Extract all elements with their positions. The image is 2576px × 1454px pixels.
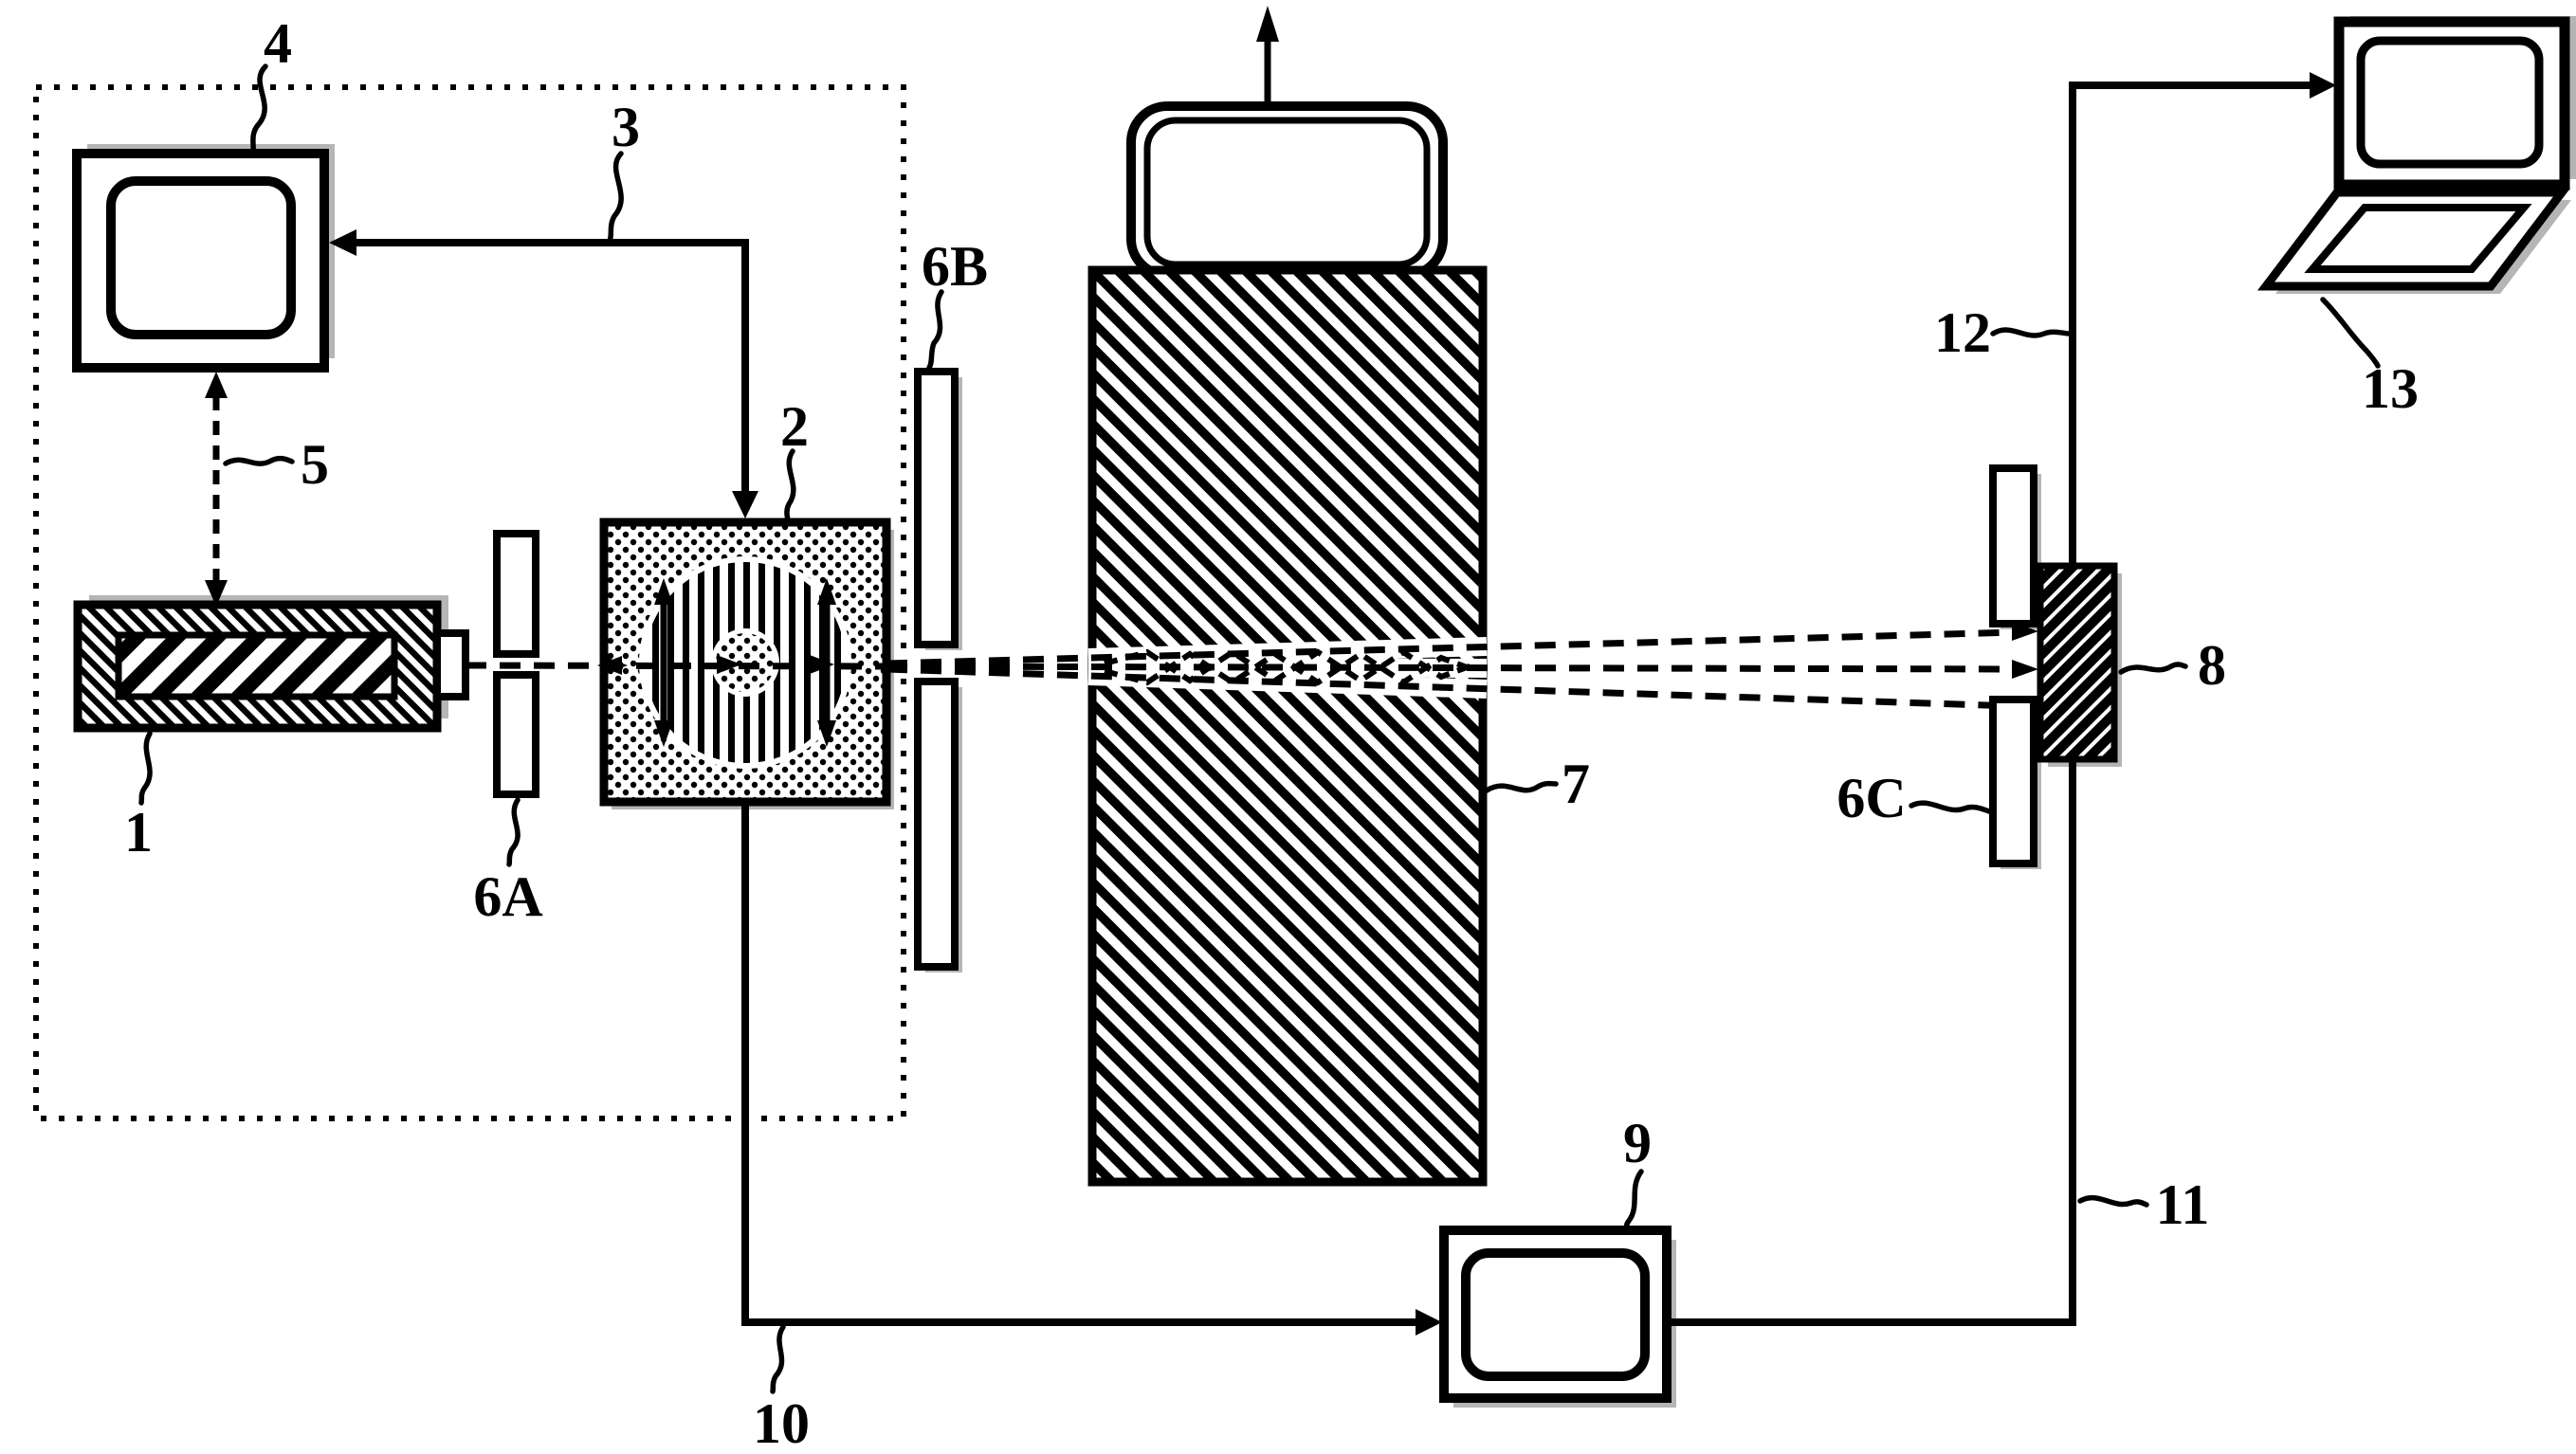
beam-arrow-right-1 — [603, 656, 628, 675]
scatter-zigzags — [1104, 648, 1479, 686]
leader-4 — [250, 64, 268, 154]
label-2: 2 — [780, 395, 809, 458]
labels: 1 2 3 4 5 6A 6B 6C 7 8 9 10 11 12 13 — [124, 12, 2419, 1454]
label-6b: 6B — [922, 235, 988, 298]
scattering-body — [1087, 265, 1488, 1187]
beam-middle — [886, 663, 2017, 673]
amplifier-unit — [1439, 1226, 1672, 1403]
label-8: 8 — [2198, 634, 2226, 697]
label-12: 12 — [1934, 301, 1991, 364]
leader-11 — [2077, 1194, 2149, 1208]
detector-arrow-middle — [2012, 660, 2038, 679]
slit-6a-upper — [493, 530, 539, 658]
detector — [2037, 562, 2118, 763]
leader-9 — [1623, 1169, 1644, 1233]
light-source — [73, 600, 469, 733]
arrow-into-display — [329, 229, 356, 256]
leader-lines — [138, 64, 2381, 1394]
label-6a: 6A — [473, 865, 542, 928]
leader-7 — [1484, 780, 1559, 793]
label-13: 13 — [2362, 357, 2419, 420]
leader-6a — [506, 797, 521, 867]
leader-3 — [607, 151, 624, 244]
leader-1 — [138, 731, 153, 806]
leader-8 — [2118, 662, 2188, 675]
sample-cap — [1126, 101, 1448, 280]
slit-6a-lower — [493, 671, 539, 798]
arrow-into-amplifier — [1416, 1309, 1442, 1336]
reference-line-10 — [741, 802, 1418, 1326]
beam-paths — [465, 622, 2038, 717]
chopper — [599, 518, 891, 807]
leader-2 — [784, 448, 796, 524]
laser-core — [115, 631, 398, 700]
beam-arrow-right-2 — [717, 655, 741, 674]
computer-screen — [2356, 36, 2544, 169]
leader-6b — [926, 289, 944, 371]
label-1: 1 — [124, 801, 153, 863]
slits — [493, 368, 2037, 971]
display-unit — [72, 149, 329, 373]
computer-keyboard — [2304, 204, 2532, 273]
label-6c: 6C — [1836, 767, 1906, 829]
label-4: 4 — [264, 12, 292, 75]
leader-6c — [1909, 800, 1992, 814]
slit-6c-lower — [1989, 696, 2037, 867]
leader-5 — [223, 455, 295, 466]
arrow-into-chopper — [732, 491, 758, 518]
leader-12 — [1990, 327, 2073, 338]
cap-inner — [1143, 117, 1431, 268]
label-3: 3 — [612, 96, 640, 158]
dashed-enclosure — [33, 84, 906, 1121]
label-5: 5 — [301, 433, 329, 496]
display-screen — [106, 176, 296, 339]
exit-arrow-up — [1256, 6, 1279, 109]
cap-outer — [1126, 101, 1448, 280]
label-10: 10 — [753, 1392, 810, 1454]
leader-13 — [2320, 297, 2381, 369]
beam-arrowheads — [597, 622, 2038, 717]
label-9: 9 — [1623, 1112, 1652, 1174]
label-7: 7 — [1562, 753, 1590, 815]
chopper-hub — [716, 633, 775, 692]
arrow-into-computer — [2310, 72, 2336, 99]
slit-6c-upper — [1989, 464, 2037, 627]
beam-dashes — [465, 628, 2017, 710]
laser-aperture — [433, 629, 469, 700]
slit-6b-upper — [914, 368, 959, 648]
sync-arrow-5 — [205, 372, 228, 607]
slit-6b-lower — [914, 678, 959, 971]
leader-10 — [770, 1324, 786, 1394]
computer — [2256, 16, 2571, 291]
beam-arrow-right-3 — [810, 655, 834, 674]
label-11: 11 — [2156, 1173, 2210, 1236]
line-arrowheads — [329, 72, 2336, 1336]
control-line-3 — [355, 239, 749, 493]
beam-bottom — [886, 665, 2017, 710]
beam-top — [886, 628, 2017, 667]
amplifier-screen — [1461, 1248, 1650, 1381]
